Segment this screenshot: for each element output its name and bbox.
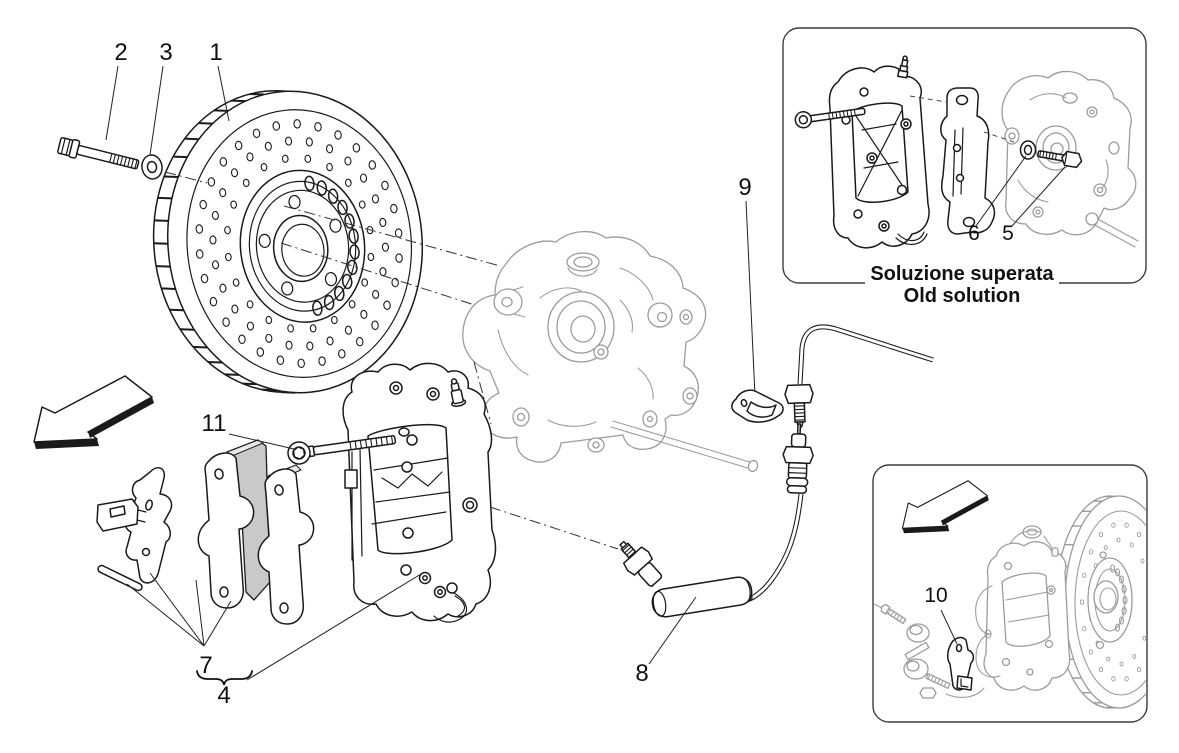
callout-8-leader <box>648 596 697 665</box>
callout-5-leader <box>1011 166 1066 227</box>
callout-2: 2 <box>114 39 127 66</box>
brake-pads <box>197 439 315 625</box>
flexible-hose <box>619 423 814 618</box>
callout-2-leader <box>105 65 119 141</box>
centerline-upper <box>283 205 501 267</box>
callout-4: 4 <box>217 682 230 709</box>
direction-arrow-icon <box>33 375 155 450</box>
centerline-lower <box>280 242 485 309</box>
callout-6-leader <box>975 155 1027 227</box>
callout-7-leaders <box>126 572 422 681</box>
callout-3: 3 <box>159 39 172 66</box>
washer-centerline <box>164 171 208 184</box>
callout-1-leader <box>217 65 230 122</box>
pad-retaining-pin <box>97 564 143 592</box>
old-carrier-bracket <box>940 87 996 235</box>
old-bolt <box>1037 150 1083 169</box>
inset-old-solution: 6 5 Soluzione superata Old solution <box>782 27 1147 307</box>
callout-11-leader <box>228 433 295 450</box>
wheel-hub-carrier <box>462 231 759 473</box>
callout-9: 9 <box>738 174 751 201</box>
bleed-screw <box>450 378 467 407</box>
callout-5: 5 <box>1002 222 1014 245</box>
callout-7: 7 <box>199 652 212 679</box>
callout-9-leader <box>745 200 756 397</box>
brake-caliper <box>342 362 497 623</box>
inset-caption-english: Old solution <box>904 285 1021 307</box>
callout-1: 1 <box>209 39 222 66</box>
installed-disc <box>1055 495 1146 709</box>
inset-installed-view: 10 <box>872 464 1148 723</box>
stabilizer-link <box>874 603 951 699</box>
caliper-guide-bolt <box>287 435 397 465</box>
hose-clip <box>731 389 784 423</box>
inset-caption-italian: Soluzione superata <box>870 263 1054 285</box>
caliper-centerline <box>473 361 492 425</box>
old-caliper <box>794 55 930 249</box>
disc-drill-holes <box>195 119 403 369</box>
pipe-fitting <box>784 383 814 428</box>
callout-10-leader <box>940 609 958 645</box>
hose-centerline <box>489 506 619 550</box>
group-brace <box>196 670 253 686</box>
sensor-clip <box>947 636 975 691</box>
installed-caliper <box>945 525 1071 698</box>
brake-disc <box>152 89 424 394</box>
disc-bolt-holes <box>258 194 342 296</box>
disc-fixing-bolt <box>57 137 140 170</box>
old-caliper-bolt <box>794 107 866 129</box>
disc-washer <box>141 154 163 180</box>
pad-retaining-clip <box>96 467 173 584</box>
callout-8: 8 <box>635 660 648 687</box>
callout-3-leader <box>149 65 164 156</box>
callout-11: 11 <box>202 410 227 437</box>
callout-10: 10 <box>924 584 947 607</box>
old-washer <box>1019 140 1037 160</box>
brake-pipe <box>797 324 934 385</box>
disc-vane-ticks <box>153 93 296 394</box>
callout-6: 6 <box>968 222 980 245</box>
caption-mask <box>865 262 1059 284</box>
disc-hat-slots <box>304 175 360 316</box>
inset-direction-arrow-icon <box>901 480 990 534</box>
